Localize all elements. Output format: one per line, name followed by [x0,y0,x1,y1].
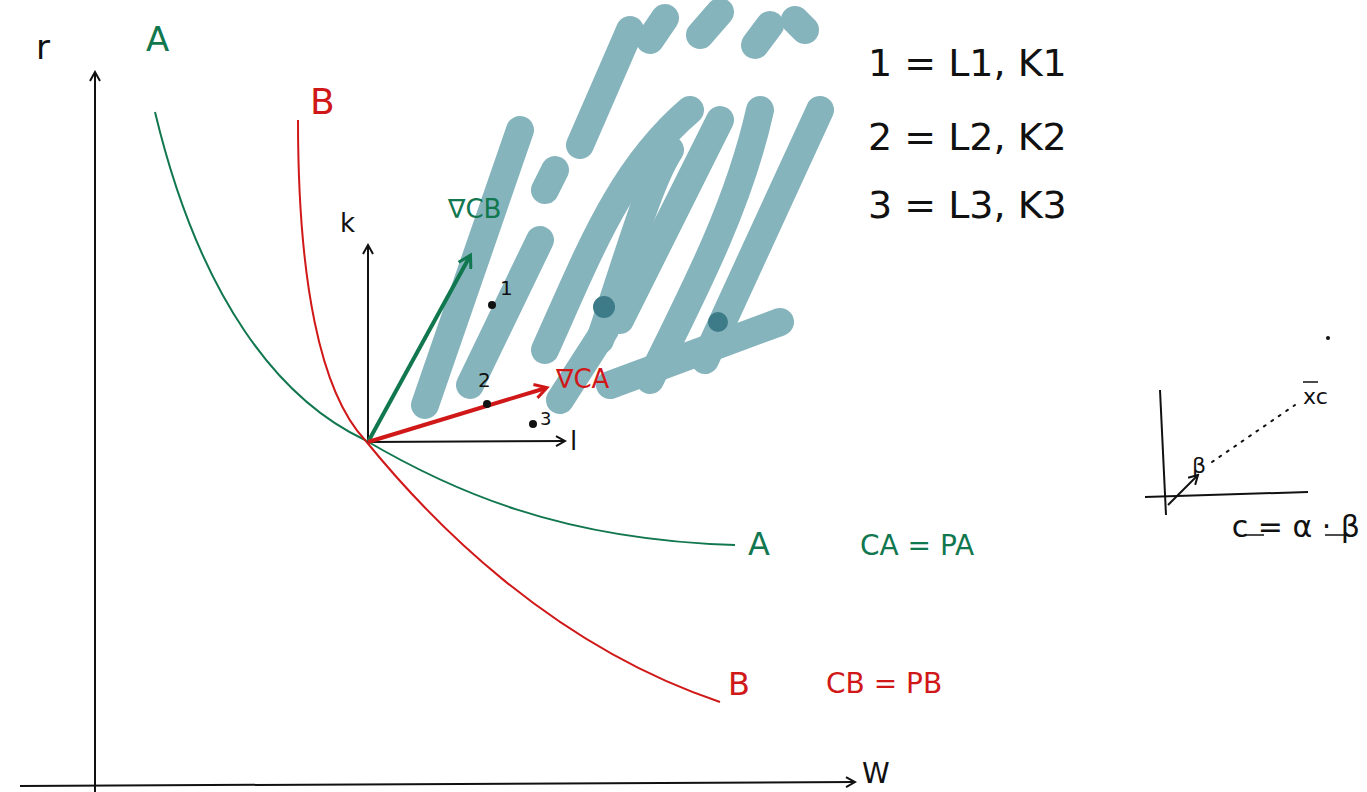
point-dot [488,301,496,309]
curve-equation: CA = PA [860,532,974,560]
scribble-dot [593,296,615,318]
r-axis [94,72,96,792]
scribble-overlay [425,12,820,405]
point-dot [483,400,491,408]
curve-equation: CB = PB [826,670,942,698]
isocost-curve-b [298,120,720,702]
point-dot [529,420,537,428]
vector-label: β [1192,455,1206,477]
beta-vector [1168,475,1198,505]
gradient-label: ∇CA [556,366,609,392]
axis-label: k [340,210,355,236]
callout-number: 3 [540,410,551,428]
gradient-label: ∇CB [448,196,501,222]
callout-number: 2 [478,370,491,390]
curve-label: A [748,528,770,560]
point-definition: 1 = L1, K1 [868,44,1067,82]
curve-label: B [310,84,335,120]
isocost-curve-a [155,112,735,545]
scribble-dot [708,312,728,332]
gradient-ca-arrow [368,388,546,442]
curve-label: A [146,22,169,56]
point-definition: 3 = L3, K3 [868,186,1067,224]
ray-dots [1212,405,1295,462]
l-axis [368,441,565,442]
inset-axis [1145,492,1308,497]
callout-number: 1 [500,278,513,298]
point-definition: 2 = L2, K2 [868,118,1067,156]
equation-note: c = α · β [1232,512,1360,542]
axis-label: r [36,30,50,64]
k-axis [367,245,369,442]
curve-label: B [728,668,750,700]
ray-dot [1326,336,1330,340]
axis-label: l [570,428,577,454]
axis-label: W [862,760,890,788]
vector-label: xc [1303,386,1328,408]
vector-bar [1303,381,1318,383]
w-axis [20,782,855,786]
